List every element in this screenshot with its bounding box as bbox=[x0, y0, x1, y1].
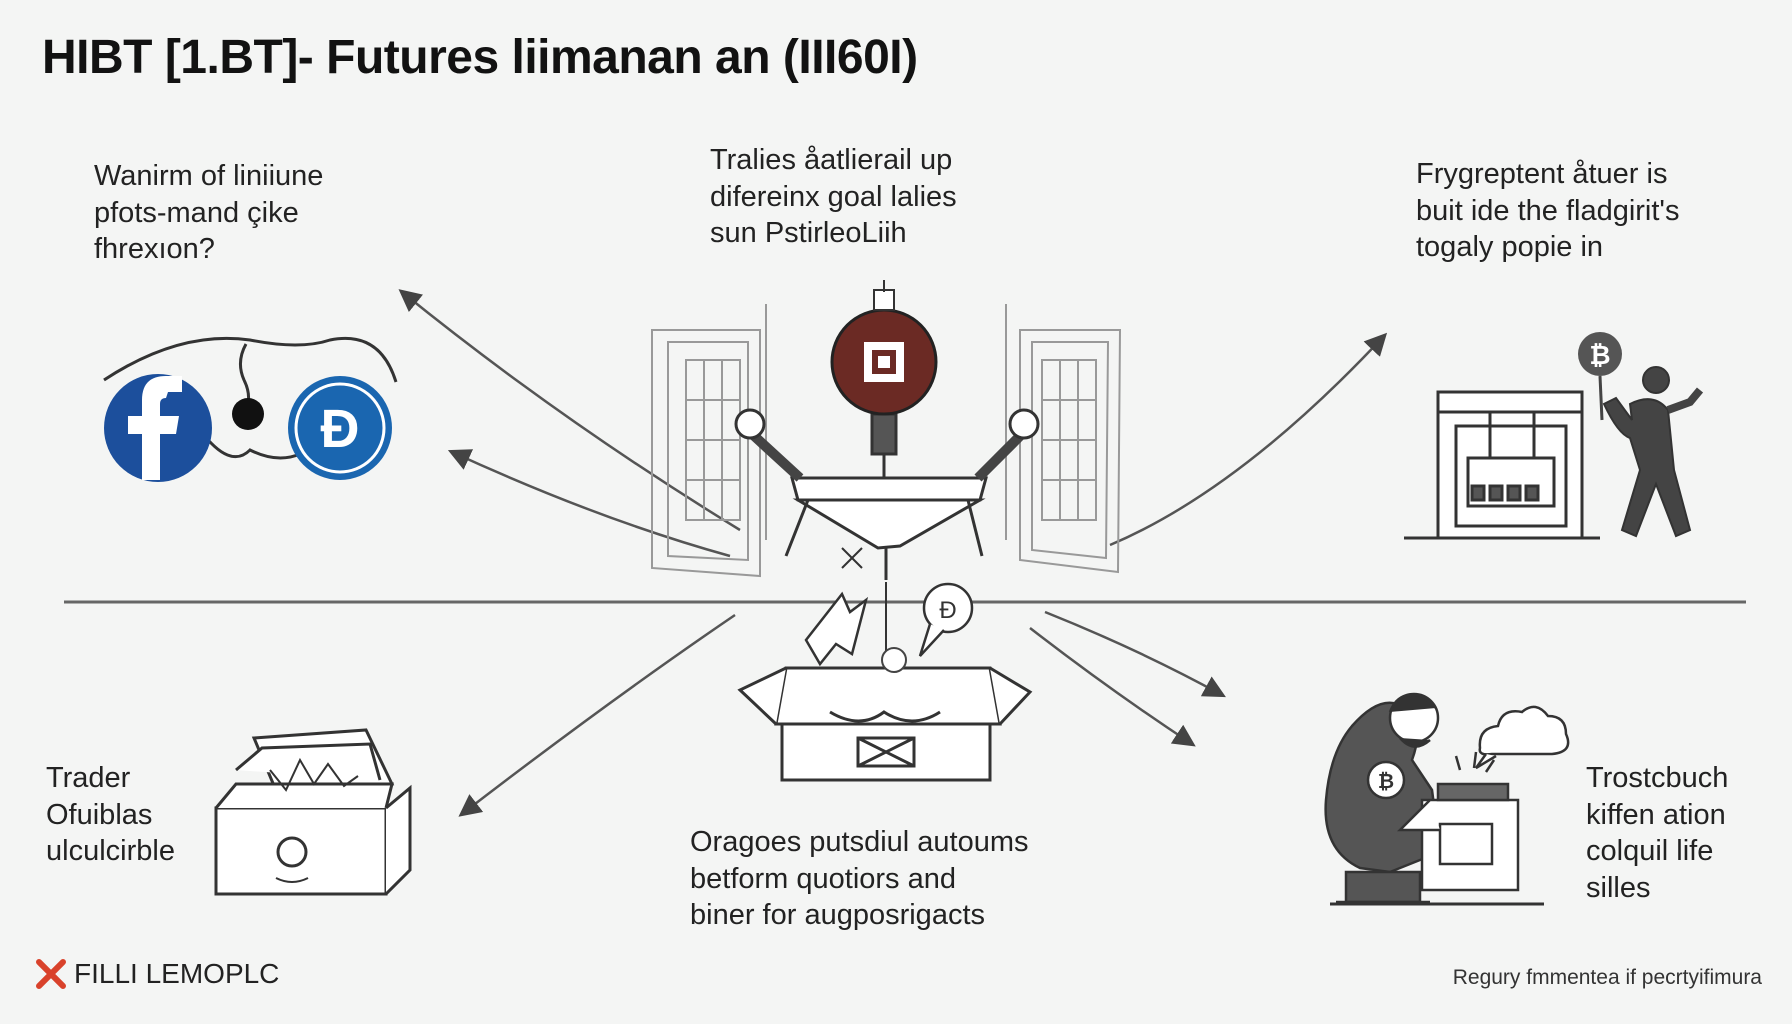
coin-pin-icon: Đ bbox=[918, 582, 974, 657]
text-block-top-left: Wanirm of liniiune pfots-mand çike fhrex… bbox=[94, 158, 323, 268]
footer-brand-name: FILLI LEMOPLC bbox=[74, 958, 280, 989]
text-line: sun PstirleoLiih bbox=[710, 217, 907, 249]
text-line: Frygreptent åtuer is bbox=[1416, 158, 1668, 190]
facebook-icon bbox=[104, 374, 212, 482]
person-icon bbox=[1602, 366, 1704, 538]
arrow-bottom-left bbox=[458, 613, 736, 817]
bitcoin-icon: ₿ bbox=[1578, 332, 1622, 421]
arrow-pointer-icon bbox=[804, 591, 869, 667]
right-door-icon bbox=[1005, 304, 1122, 574]
arrow-top-left-1 bbox=[398, 289, 741, 532]
page-title: HIBT [1.BT]- Futures liimanan an (III60I… bbox=[42, 31, 918, 84]
small-cross-icon bbox=[841, 547, 863, 569]
social-coins-group: Đ bbox=[103, 336, 398, 482]
text-line: Trader bbox=[46, 762, 131, 794]
text-line: difereinx goal lalies bbox=[710, 180, 957, 213]
brand-x-icon bbox=[36, 959, 66, 989]
arrow-bottom-right-2 bbox=[1029, 627, 1196, 747]
svg-text:Đ: Đ bbox=[939, 597, 956, 624]
text-line: Ofuiblas bbox=[46, 798, 153, 831]
text-line: colquil life bbox=[1586, 835, 1714, 867]
text-block-bottom-left: Trader Ofuiblas ulculcirble bbox=[46, 760, 175, 870]
coin-d-icon: Đ bbox=[288, 376, 392, 480]
arrow-top-right bbox=[1109, 332, 1388, 547]
center-badge-icon bbox=[830, 280, 938, 416]
chart-box-icon bbox=[214, 728, 412, 896]
arrow-top-left-2 bbox=[447, 449, 731, 558]
atm-machine-icon bbox=[1404, 390, 1600, 540]
arrows bbox=[398, 289, 1388, 817]
text-line: buit ide the fladgirit's bbox=[1416, 194, 1680, 227]
text-block-top-right: Frygreptent åtuer is buit ide the fladgi… bbox=[1416, 156, 1679, 266]
text-line: Tralies åatlierail up bbox=[710, 144, 953, 176]
svg-text:Đ: Đ bbox=[321, 399, 360, 459]
footer-note: Regury fmmentea if pecrtyifimura bbox=[1452, 966, 1762, 989]
cloud-icon bbox=[1474, 705, 1570, 770]
center-machine bbox=[734, 408, 1040, 580]
text-block-top-center: Tralies åatlierail up difereinx goal lal… bbox=[710, 142, 957, 252]
arrow-bottom-right-1 bbox=[1044, 610, 1226, 698]
text-line: silles bbox=[1586, 871, 1651, 904]
text-block-bottom-center: Oragoes putsdiul autoums betform quotior… bbox=[690, 824, 1029, 934]
text-line: togaly popie in bbox=[1416, 231, 1604, 263]
text-line: pfots-mand çike bbox=[94, 196, 299, 229]
text-line: fhrexıon? bbox=[94, 233, 215, 265]
text-line: Oragoes putsdiul autoums bbox=[690, 826, 1029, 858]
footer-brand: FILLI LEMOPLC bbox=[36, 958, 279, 990]
text-line: betform quotiors and bbox=[690, 862, 956, 895]
text-block-bottom-right: Trostcbuch kiffen ation colquil life sil… bbox=[1586, 760, 1728, 906]
center-box-icon bbox=[737, 666, 1033, 782]
trader-man-icon: ₿ bbox=[1324, 692, 1544, 906]
text-line: kiffen ation bbox=[1586, 798, 1726, 831]
text-line: Wanirm of liniiune bbox=[94, 160, 324, 192]
svg-text:₿: ₿ bbox=[1589, 340, 1610, 370]
text-line: Trostcbuch bbox=[1586, 762, 1729, 794]
connector-dot bbox=[232, 398, 264, 430]
text-line: biner for augposrigacts bbox=[690, 899, 985, 931]
svg-text:₿: ₿ bbox=[1378, 771, 1394, 793]
left-door-icon bbox=[651, 304, 767, 578]
text-line: ulculcirble bbox=[46, 835, 175, 867]
